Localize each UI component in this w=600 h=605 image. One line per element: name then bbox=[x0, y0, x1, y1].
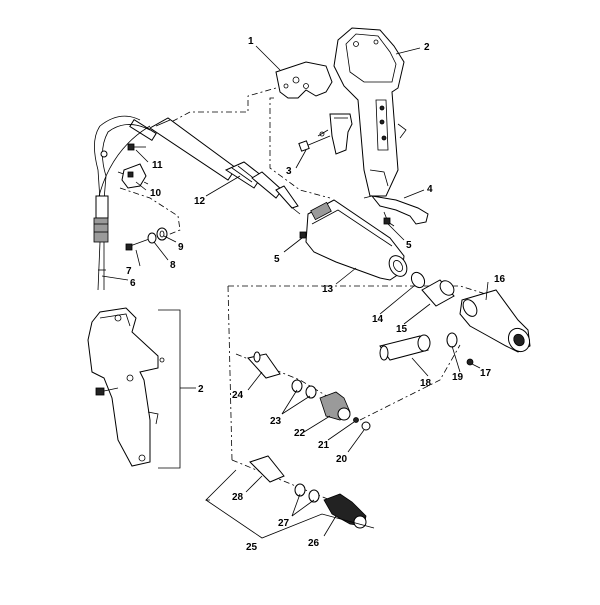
callout-2-top: 2 bbox=[424, 42, 430, 53]
callout-26: 26 bbox=[308, 538, 320, 549]
callout-12: 12 bbox=[194, 196, 206, 207]
callout-17: 17 bbox=[480, 368, 492, 379]
part-washer-20 bbox=[361, 421, 371, 431]
callout-10: 10 bbox=[150, 188, 162, 199]
callout-9: 9 bbox=[178, 242, 184, 253]
callout-3: 3 bbox=[286, 166, 292, 177]
callout-16: 16 bbox=[494, 274, 506, 285]
callout-19: 19 bbox=[452, 372, 464, 383]
callout-23: 23 bbox=[270, 416, 282, 427]
part-oring-19 bbox=[446, 332, 458, 348]
part-holder-18 bbox=[379, 334, 431, 361]
callout-15: 15 bbox=[396, 324, 408, 335]
part-handle-top bbox=[333, 27, 407, 197]
callout-2-bottom: 2 bbox=[198, 384, 204, 395]
callout-5a: 5 bbox=[274, 254, 280, 265]
cable-assembly bbox=[93, 115, 151, 291]
callout-27: 27 bbox=[278, 518, 290, 529]
callout-labels: 1 2 3 4 5 5 6 7 8 9 10 11 12 13 14 15 16… bbox=[126, 36, 506, 553]
part-cap-22 bbox=[319, 391, 351, 421]
part-cap-26 bbox=[323, 493, 367, 529]
callout-18: 18 bbox=[420, 378, 432, 389]
callout-13: 13 bbox=[322, 284, 334, 295]
screw-5b bbox=[383, 217, 391, 225]
callout-5b: 5 bbox=[406, 240, 412, 251]
part-handle-bottom bbox=[87, 307, 165, 467]
callout-20: 20 bbox=[336, 454, 348, 465]
part-oring-14 bbox=[410, 271, 426, 289]
part-bracket bbox=[275, 61, 333, 99]
part-screw-17 bbox=[466, 358, 474, 366]
callout-14: 14 bbox=[372, 314, 384, 325]
callout-28: 28 bbox=[232, 492, 244, 503]
part-pin-24 bbox=[247, 351, 281, 379]
callout-25: 25 bbox=[246, 542, 258, 553]
part-barrel-probe bbox=[129, 117, 301, 215]
bracket-part-2-bottom bbox=[158, 309, 196, 469]
part-nozzle-16 bbox=[459, 289, 531, 353]
part-orings-23 bbox=[291, 379, 317, 399]
assembly-guide-lines bbox=[117, 87, 506, 521]
part-gun-body bbox=[305, 199, 408, 281]
part-pin-28 bbox=[249, 455, 285, 483]
callout-24: 24 bbox=[232, 390, 244, 401]
callout-6: 6 bbox=[130, 278, 136, 289]
callout-11: 11 bbox=[152, 160, 163, 171]
part-trigger-assembly bbox=[298, 113, 353, 155]
callout-7: 7 bbox=[126, 266, 132, 277]
part-washer-8 bbox=[147, 232, 157, 244]
callout-21: 21 bbox=[318, 440, 330, 451]
part-spring-clip bbox=[363, 195, 429, 227]
callout-1: 1 bbox=[248, 36, 254, 47]
callout-8: 8 bbox=[170, 260, 176, 271]
part-tube-15 bbox=[421, 279, 455, 307]
leader-lines bbox=[101, 45, 489, 539]
part-screw-21 bbox=[353, 417, 359, 423]
part-clamp-10 bbox=[121, 163, 147, 189]
part-washer-9 bbox=[156, 227, 168, 241]
callout-4: 4 bbox=[427, 184, 433, 195]
part-screw-11 bbox=[127, 143, 146, 151]
part-orings-27 bbox=[294, 483, 320, 503]
callout-22: 22 bbox=[294, 428, 306, 439]
